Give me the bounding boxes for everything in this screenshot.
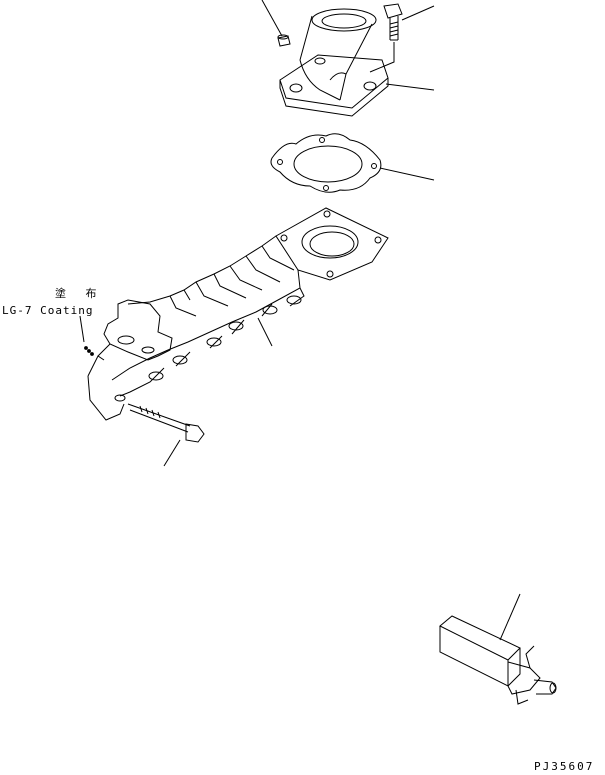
leader-line — [164, 440, 180, 466]
leader-line — [370, 42, 394, 72]
plug — [278, 35, 290, 46]
leader-line — [386, 84, 434, 90]
figure-code: PJ35607 — [534, 760, 595, 773]
coating-label-english: LG-7 Coating — [2, 304, 94, 317]
gasket — [271, 134, 381, 193]
leader-line — [380, 168, 434, 180]
bolt — [384, 4, 402, 40]
leader-line — [500, 594, 520, 640]
water-outlet-elbow — [280, 9, 388, 116]
leader-line — [402, 6, 434, 20]
leader-line — [258, 318, 272, 346]
leader-line — [80, 316, 84, 342]
leader-line — [262, 0, 282, 36]
long-bolt — [128, 404, 204, 442]
heater-element — [440, 616, 556, 704]
coating-label-japanese: 塗 布 — [55, 287, 105, 300]
water-manifold — [85, 208, 388, 420]
